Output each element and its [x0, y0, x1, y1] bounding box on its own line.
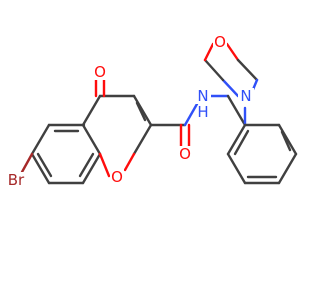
ring-oxygen-label: O [111, 168, 123, 186]
bromine-label: Br [8, 171, 25, 189]
molecule-diagram: O O O O N H N Br [4, 33, 298, 189]
amide-nitrogen-label: N [197, 87, 208, 105]
amide-oxygen-label: O [179, 145, 191, 163]
amide-hydrogen-label: H [197, 103, 208, 121]
bond-skeleton [20, 42, 298, 185]
morpholine-oxygen-label: O [214, 33, 226, 51]
morpholine-nitrogen-label: N [240, 87, 251, 105]
ketone-oxygen-label: O [94, 63, 106, 81]
atom-labels: O O O O N H N Br [4, 33, 254, 189]
